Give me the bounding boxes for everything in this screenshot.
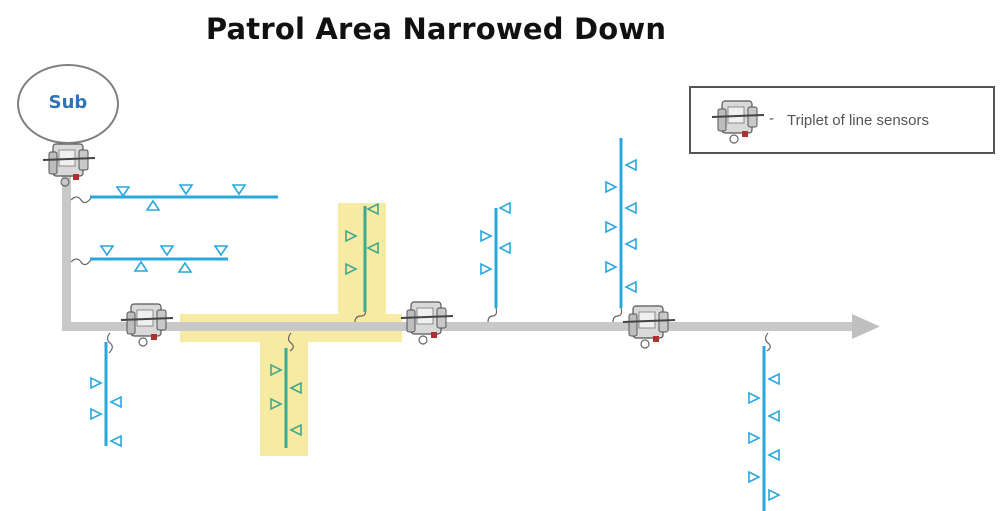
fault-indicator-triangle-icon: [748, 431, 761, 445]
main-feeder: [62, 168, 880, 339]
fault-indicator-triangle-icon: [748, 391, 761, 405]
lateral-top-2: [70, 245, 229, 273]
fault-indicator-triangle-icon: [109, 395, 122, 409]
substation-node: Sub: [17, 64, 119, 144]
feeder-vertical-segment: [62, 168, 71, 330]
legend-label: Triplet of line sensors: [787, 112, 930, 129]
fault-indicator-triangle-icon: [767, 448, 780, 462]
fault-indicator-triangle-icon: [748, 470, 761, 484]
fault-indicator-triangle-icon: [345, 229, 358, 243]
arrow-head-icon: [852, 314, 880, 339]
fault-indicator-triangle-icon: [178, 184, 194, 196]
fault-indicator-triangle-icon: [767, 372, 780, 386]
feeder-horizontal-segment: [62, 322, 858, 331]
fault-indicator-triangle-icon: [159, 245, 175, 257]
lateral-top-1: [70, 184, 278, 211]
fault-indicator-triangle-icon: [366, 202, 379, 216]
fault-indicator-triangle-icon: [624, 201, 637, 215]
fault-indicator-triangle-icon: [480, 229, 493, 243]
fault-indicator-triangle-icon: [624, 158, 637, 172]
page-title: Patrol Area Narrowed Down: [205, 12, 667, 46]
fault-indicator-triangle-icon: [145, 199, 161, 211]
fault-indicator-triangle-icon: [498, 201, 511, 215]
fault-indicator-triangle-icon: [366, 241, 379, 255]
line-sensor-icon: [622, 305, 676, 349]
fault-indicator-triangle-icon: [289, 381, 302, 395]
lateral-highlighted-lower: [270, 332, 302, 448]
fault-indicator-triangle-icon: [768, 488, 781, 502]
legend-dash: -: [769, 110, 774, 127]
line-sensor-icon: [120, 303, 174, 347]
fault-indicator-triangle-icon: [213, 245, 229, 257]
fault-indicator-triangle-icon: [99, 245, 115, 257]
fault-indicator-triangle-icon: [133, 260, 149, 272]
fault-indicator-triangle-icon: [270, 363, 283, 377]
fault-indicator-triangle-icon: [90, 407, 103, 421]
fault-indicator-triangle-icon: [480, 262, 493, 276]
fault-indicator-triangle-icon: [289, 423, 302, 437]
fault-indicator-triangle-icon: [624, 237, 637, 251]
fault-indicator-triangle-icon: [605, 180, 618, 194]
lateral-right-lower: [748, 332, 781, 511]
fault-indicator-triangle-icon: [231, 184, 247, 196]
fault-indicator-triangle-icon: [109, 434, 122, 448]
lateral-lower-left: [90, 332, 122, 448]
fault-indicator-triangle-icon: [624, 280, 637, 294]
fault-indicator-triangle-icon: [498, 241, 511, 255]
fault-indicator-triangle-icon: [605, 260, 618, 274]
fault-indicator-triangle-icon: [605, 220, 618, 234]
substation-label: Sub: [48, 91, 88, 113]
fault-indicator-triangle-icon: [90, 376, 103, 390]
fault-indicator-triangle-icon: [767, 409, 780, 423]
fault-indicator-triangle-icon: [177, 261, 193, 273]
fault-indicator-triangle-icon: [345, 262, 358, 276]
lateral-right-upper: [605, 138, 637, 323]
lateral-highlighted-upper: [345, 202, 379, 323]
fault-indicator-triangle-icon: [115, 186, 131, 198]
lateral-middle-upper: [480, 201, 511, 323]
line-sensor-icon: [711, 100, 765, 144]
legend-box: - Triplet of line sensors: [689, 86, 995, 154]
fault-indicator-triangle-icon: [270, 397, 283, 411]
line-sensor-icon: [400, 301, 454, 345]
